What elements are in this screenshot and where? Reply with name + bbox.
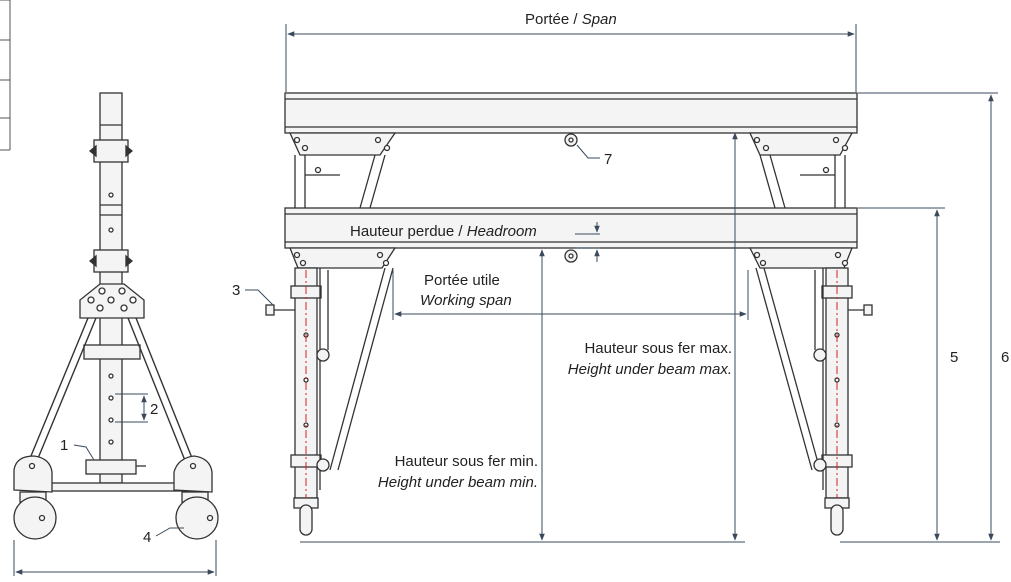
- low-clamp: [85, 459, 137, 475]
- height-max-en: Height under beam max.: [568, 361, 732, 378]
- upper-bracket-right: [748, 132, 854, 156]
- span-label-en: Span: [582, 11, 617, 28]
- side-view: [13, 92, 219, 540]
- centerlines: [305, 270, 838, 498]
- upper-bracket-left: [288, 132, 397, 156]
- span-label-fr: Portée /: [525, 11, 582, 28]
- lower-beam: [284, 207, 858, 249]
- headroom-label-fr: Hauteur perdue /: [350, 223, 467, 240]
- foot-right: [173, 455, 213, 493]
- front-view: [265, 92, 873, 536]
- working-span-fr: Portée utile: [424, 272, 500, 289]
- height-max-fr: Hauteur sous fer max.: [584, 340, 732, 357]
- lower-bracket-left: [289, 247, 397, 269]
- height-min-fr: Hauteur sous fer min.: [395, 453, 538, 470]
- front-dimensions: [245, 24, 1000, 543]
- caster-left: [299, 504, 313, 536]
- side-dimensions: [13, 393, 217, 576]
- caster-right: [830, 504, 844, 536]
- span-label: Portée / Span: [525, 11, 617, 28]
- headroom-label: Hauteur perdue / Headroom: [350, 223, 537, 240]
- callout-1: 1: [60, 437, 68, 454]
- clamp-lower: [93, 249, 129, 273]
- callout-7: 7: [604, 151, 612, 168]
- table-fragment: [0, 0, 11, 151]
- caster-wheel-right: [175, 496, 219, 540]
- clamp-upper: [93, 139, 129, 163]
- callout-3: 3: [232, 282, 240, 299]
- headroom-label-en: Headroom: [467, 223, 537, 240]
- working-span-en: Working span: [420, 292, 512, 309]
- foot-left: [13, 455, 53, 493]
- callout-4: 4: [143, 529, 151, 546]
- base-beam: [33, 482, 195, 492]
- caster-wheel-left: [13, 496, 57, 540]
- callout-2: 2: [150, 401, 158, 418]
- upper-beam: [284, 92, 858, 134]
- callout-6: 6: [1001, 349, 1009, 366]
- mid-clamp: [83, 344, 141, 360]
- height-min-en: Height under beam min.: [378, 474, 538, 491]
- callout-5: 5: [950, 349, 958, 366]
